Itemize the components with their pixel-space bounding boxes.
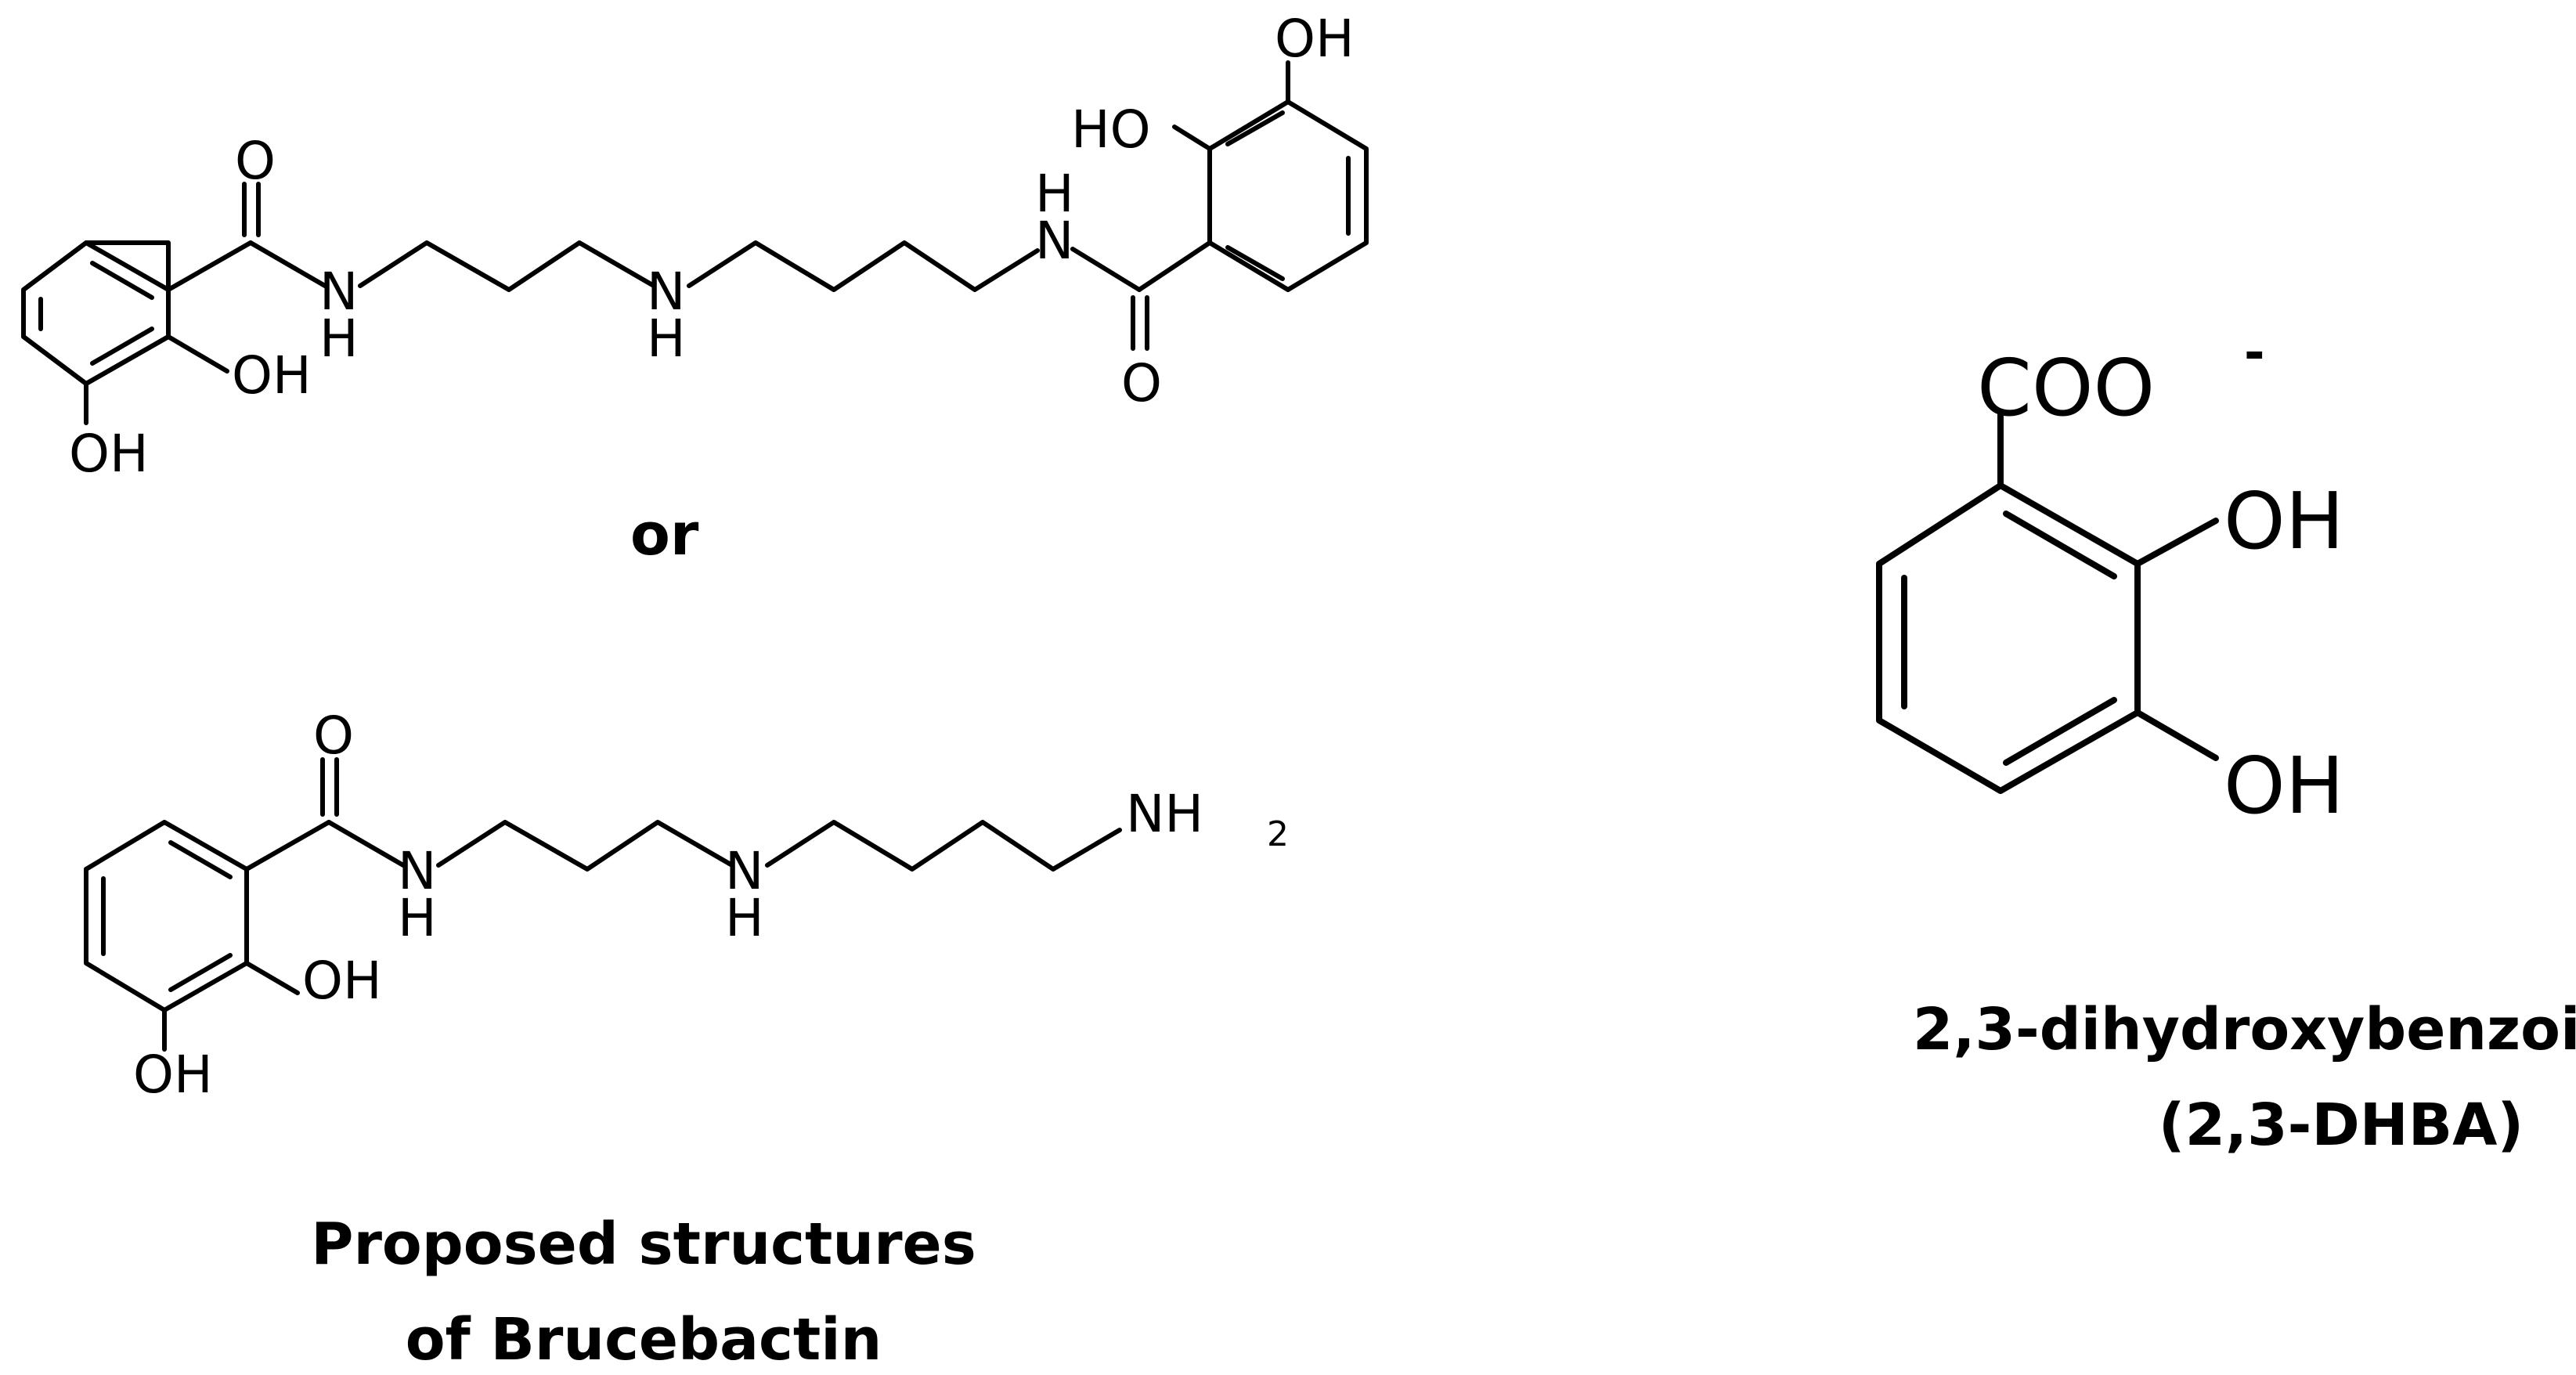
structure-a-amide-n1-h: H: [319, 309, 359, 369]
dhba-oh-3: OH: [2224, 740, 2344, 832]
structure-a-oxygen-top: O: [235, 131, 276, 191]
structure-b-amine-n-h: H: [725, 888, 764, 948]
structure-b-ring-inner-top: [168, 840, 233, 879]
structure-a-ring-1: [21, 240, 171, 386]
structure-b-carbonyl-to-n: [327, 820, 406, 868]
structure-b-amine-n: N: [725, 841, 763, 901]
structure-b-ring-oh-2: OH: [302, 951, 382, 1011]
structure-b-terminal-subscript: 2: [1267, 814, 1289, 854]
or-separator: or: [630, 501, 699, 568]
ring2-oh2-bond: [1172, 125, 1212, 151]
ring-2-inner-bond-bottom: [1225, 245, 1285, 281]
dhba-ring-inner-top: [2003, 511, 2117, 579]
structure-b-ring-to-carbonyl: [244, 820, 331, 872]
dhba-structure: COO - OH OH: [1876, 324, 2344, 832]
structure-b-oxygen-top: O: [313, 706, 354, 766]
brucebactin-caption-line-2: of Brucebactin: [406, 1306, 882, 1373]
dhba-oh2-bond: [2134, 518, 2219, 567]
propyl-chain: [358, 240, 656, 292]
structure-b-butyl-chain: [765, 820, 1122, 872]
dhba-charge: -: [2244, 324, 2265, 382]
brucebactin-caption-line-1: Proposed structures: [311, 1211, 976, 1278]
butyl-chain: [687, 240, 1040, 292]
structure-a-amine-n: N: [647, 262, 685, 322]
dhba-oh3-bond: [2134, 709, 2219, 761]
structure-b-oh2-bond: [244, 961, 300, 995]
structure-a: O N H N H N H O HO OH OH OH: [21, 9, 1369, 484]
structure-a-ring-2: [1207, 99, 1369, 292]
dhba-ring: [1876, 482, 2141, 794]
ring-2-hexagon: [1207, 99, 1369, 292]
structure-a-amine-n-h: H: [647, 309, 686, 369]
structure-b-ring-inner-bottom: [168, 953, 233, 992]
structure-a-amide-n2-h: H: [1035, 164, 1074, 224]
n2-to-carbonyl-bond: [1070, 247, 1142, 292]
ring-1-inner-bond-bottom: [90, 327, 154, 366]
ring1-oh2-bond: [166, 334, 229, 374]
structure-a-ring2-oh-2: HO: [1071, 99, 1151, 160]
structure-b-amide-n-h: H: [398, 888, 437, 948]
structure-b-ring-oh-3: OH: [133, 1045, 213, 1105]
ring-1-inner-bond-top: [90, 261, 154, 300]
structure-a-amide-n1: N: [319, 262, 358, 322]
structure-b-propyl-chain: [436, 820, 734, 872]
dhba-caption-line-2: (2,3-DHBA): [2159, 1092, 2524, 1159]
dhba-oh-2: OH: [2224, 475, 2344, 567]
carbonyl1-to-n-bond: [248, 240, 327, 288]
structure-b-ring: [84, 820, 249, 1012]
carbonyl2-to-ring2-bond: [1137, 240, 1212, 292]
dhba-ring-inner-bottom: [2003, 697, 2117, 766]
ring-2-inner-bond-top: [1225, 110, 1285, 146]
dhba-caption-line-1: 2,3-dihydroxybenzoic acid: [1913, 996, 2576, 1063]
structure-b-ring-hexagon: [84, 820, 249, 1012]
structure-a-oxygen-bottom: O: [1121, 353, 1162, 413]
dhba-ring-hexagon: [1876, 482, 2141, 794]
structure-a-ring1-oh-2: OH: [232, 345, 312, 406]
structure-b-terminal-nh: NH: [1126, 784, 1203, 844]
dhba-carboxylate: COO: [1977, 342, 2155, 434]
structure-b: O N H N H NH 2 OH OH: [84, 706, 1289, 1105]
ring1-to-carbonyl-bond: [166, 240, 253, 292]
structure-a-ring1-oh-3: OH: [69, 424, 149, 484]
structure-b-amide-n: N: [398, 841, 436, 901]
structure-a-amide-n2: N: [1035, 211, 1073, 271]
structure-a-ring2-oh-3: OH: [1275, 9, 1355, 69]
